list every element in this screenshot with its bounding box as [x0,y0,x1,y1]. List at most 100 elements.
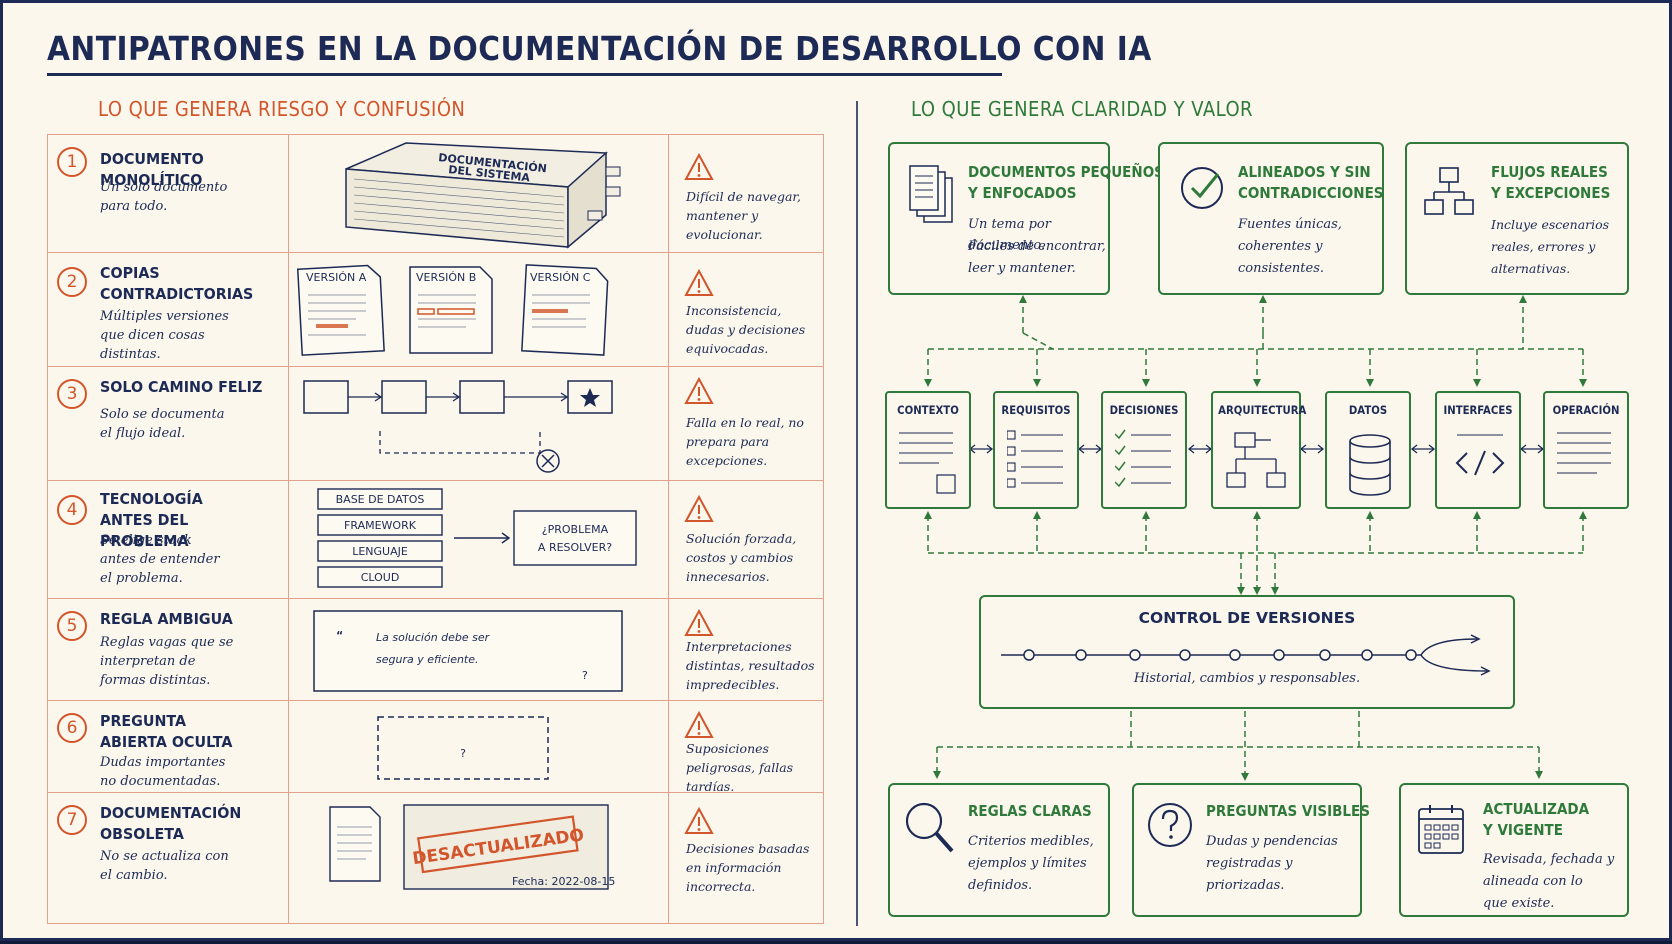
row-consequence: Decisiones basadas en información incorr… [686,841,810,894]
doc-module-requisitos: REQUISITOS [993,391,1079,509]
card-desc-line: reales, errores y [1491,239,1596,254]
good-practice-card-3: FLUJOS REALES Y EXCEPCIONES Incluye esce… [1405,142,1629,295]
card-title-line-2: Y EXCEPCIONES [1491,184,1611,202]
card-desc-line: Dudas y pendencias [1206,834,1338,849]
text-doc-icon [1557,432,1611,474]
warning-icon [684,711,714,738]
warning-icon [684,807,714,834]
module-label: DATOS [1348,403,1388,417]
ambiguous-rule-illustration: “ La solución debe ser segura y eficient… [313,610,623,692]
version-control-title: CONTROL DE VERSIONES [1138,609,1356,627]
card-title-line-2: CONTRADICCIONES [1238,184,1384,202]
card-desc-line: ejemplos y límites [968,856,1087,871]
table-divider [668,135,669,923]
code-icon [1455,434,1505,476]
version-a-doc: VERSIÓN A [296,264,385,356]
warning-icon [684,495,714,522]
obsolete-date: Fecha: 2022-08-15 [512,875,615,888]
text-doc-icon [899,432,956,494]
row-description: Dudas importantes no documentadas. [100,755,226,789]
row-number: 4 [57,495,87,525]
doc-module-contexto: CONTEXTO [885,391,971,509]
obsolete-doc-illustration: DESACTUALIZADO Fecha: 2022-08-15 [329,804,615,890]
card-desc-line: Fáciles de encontrar, [968,239,1106,254]
connector-lines [924,295,1587,781]
doc-module-arquitectura: ARQUITECTURA [1211,391,1307,509]
hidden-question-illustration: ? [377,716,549,780]
version-copies-illustration: VERSIÓN A VERSIÓN B VERSIÓN C [296,264,609,356]
module-label: REQUISITOS [1001,403,1071,417]
row-consequence: Inconsistencia, dudas y decisiones equiv… [686,303,806,356]
row-number: 1 [57,147,87,177]
calendar-icon [1418,805,1464,854]
database-icon [1349,434,1391,496]
row-title: SOLO CAMINO FELIZ [100,378,263,396]
card-desc-line: registradas y [1206,856,1293,871]
row-description: Múltiples versiones que dicen cosas dist… [100,309,229,362]
problem-question-2: A RESOLVER? [538,541,612,554]
card-desc-line: Fuentes únicas, [1238,217,1342,232]
warning-icon [684,377,714,404]
row-consequence: Difícil de navegar, mantener y evolucion… [686,189,801,242]
card-title-line-1: REGLAS CLARAS [968,802,1092,820]
antipattern-row-6: 6 PREGUNTA ABIERTA OCULTA Dudas importan… [48,701,823,794]
magnifier-icon [905,802,954,853]
row-description: Un solo documento para todo. [100,180,228,214]
good-practice-card-2: ALINEADOS Y SIN CONTRADICCIONES Fuentes … [1158,142,1384,295]
card-desc-line: consistentes. [1238,261,1324,276]
row-number: 3 [57,379,87,409]
row-description: Reglas vagas que se interpretan de forma… [100,635,234,688]
row-number: 7 [57,805,87,835]
doc-module-decisiones: DECISIONES [1101,391,1187,509]
stack-item-framework: FRAMEWORK [344,519,417,532]
row-number: 6 [57,713,87,743]
card-title-line-2: Y ENFOCADOS [968,184,1077,202]
row-title: DOCUMENTO MONOLÍTICO [100,150,204,189]
good-practice-card-6: ACTUALIZADA Y VIGENTE Revisada, fechada … [1399,783,1629,917]
doc-module-operacion: OPERACIÓN [1543,391,1629,509]
card-desc-line: Un tema por documento. [968,217,1051,253]
version-c-label: VERSIÓN C [530,271,591,284]
good-practice-card-4: REGLAS CLARAS Criterios medibles, ejempl… [888,783,1110,917]
version-control-desc: Historial, cambios y responsables. [1133,671,1361,686]
card-desc-line: Revisada, fechada y [1483,852,1615,867]
checklist-icon [1007,430,1063,488]
row-consequence: Interpretaciones distintas, resultados i… [686,639,815,692]
stack-item-cloud: CLOUD [361,571,400,584]
doc-module-interfaces: INTERFACES [1435,391,1521,509]
module-label: OPERACIÓN [1552,403,1620,417]
version-b-doc: VERSIÓN B [409,266,493,354]
card-desc-line: priorizadas. [1206,878,1285,893]
good-practice-card-5: PREGUNTAS VISIBLES Dudas y pendencias re… [1132,783,1370,917]
version-timeline [1001,634,1491,676]
left-heading: LO QUE GENERA RIESGO Y CONFUSIÓN [98,97,466,121]
module-label: DECISIONES [1109,403,1179,417]
antipattern-row-3: 3 SOLO CAMINO FELIZ Solo se documenta el… [48,367,823,481]
architecture-icon [1226,432,1286,488]
card-desc-line: alternativas. [1491,261,1571,276]
card-title-line-2: Y VIGENTE [1483,821,1563,839]
warning-icon [684,153,714,180]
antipattern-row-5: 5 REGLA AMBIGUA Reglas vagas que se inte… [48,599,823,701]
card-desc-line: definidos. [968,878,1033,893]
card-title-line-1: ACTUALIZADA [1483,800,1590,818]
row-number: 5 [57,611,87,641]
module-label: INTERFACES [1443,403,1513,417]
card-desc-line: Incluye escenarios [1491,217,1610,232]
version-a-label: VERSIÓN A [306,271,367,284]
row-consequence: Suposiciones peligrosas, fallas tardías. [686,741,794,794]
row-title: TECNOLOGÍA ANTES DEL PROBLEMA [100,490,203,550]
card-desc-line: coherentes y [1238,239,1323,254]
module-label: ARQUITECTURA [1218,403,1307,417]
card-desc-line: que existe. [1483,896,1555,911]
row-consequence: Falla en lo real, no prepara para excepc… [686,415,804,468]
happy-path-flow-illustration [303,380,613,473]
card-title-line-1: ALINEADOS Y SIN [1238,163,1371,181]
tech-stack-illustration: BASE DE DATOS FRAMEWORK LENGUAJE CLOUD ¿… [317,488,637,588]
card-desc-line: leer y mantener. [968,261,1076,276]
card-desc-line: alineada con lo [1483,874,1583,889]
flowchart-icon [1424,167,1474,215]
check-circle-icon [1181,167,1223,209]
warning-icon [684,609,714,636]
antipatterns-table: 1 DOCUMENTO MONOLÍTICO Un solo documento… [47,134,824,924]
